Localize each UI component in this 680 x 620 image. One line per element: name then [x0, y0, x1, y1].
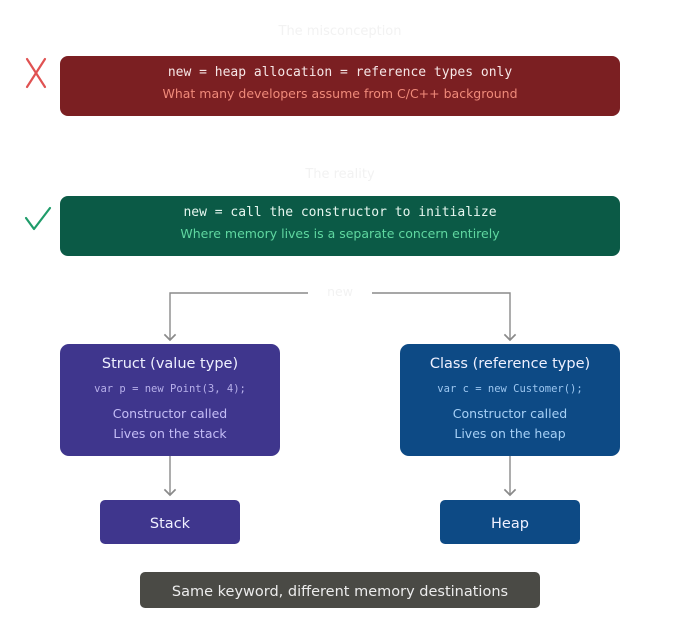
- class-line-constructor: Constructor called: [452, 406, 568, 421]
- split-line-left: [163, 292, 308, 342]
- class-line-location: Lives on the heap: [454, 426, 566, 441]
- new-keyword-label: new: [327, 284, 353, 299]
- reality-description: Where memory lives is a separate concern…: [180, 226, 500, 241]
- struct-title: Struct (value type): [101, 356, 239, 372]
- misconception-code: new = heap allocation = reference types …: [167, 65, 513, 80]
- check-icon: [22, 204, 56, 234]
- struct-code: var p = new Point(3, 4);: [94, 383, 246, 395]
- class-code: var c = new Customer();: [437, 383, 583, 395]
- stack-box: Stack: [100, 500, 240, 544]
- struct-line-location: Lives on the stack: [113, 426, 227, 441]
- cross-icon: [22, 56, 52, 90]
- class-title: Class (reference type): [429, 356, 591, 372]
- reality-label: The reality: [305, 167, 375, 182]
- class-box: Class (reference type) var c = new Custo…: [400, 344, 620, 456]
- reality-banner: new = call the constructor to initialize…: [60, 196, 620, 256]
- split-line-right: [372, 292, 517, 342]
- reality-code: new = call the constructor to initialize: [183, 205, 497, 220]
- summary-footer: Same keyword, different memory destinati…: [140, 572, 540, 608]
- struct-line-constructor: Constructor called: [112, 406, 228, 421]
- misconception-label: The misconception: [278, 24, 402, 39]
- heap-box: Heap: [440, 500, 580, 544]
- struct-box: Struct (value type) var p = new Point(3,…: [60, 344, 280, 456]
- misconception-banner: new = heap allocation = reference types …: [60, 56, 620, 116]
- misconception-description: What many developers assume from C/C++ b…: [162, 86, 518, 101]
